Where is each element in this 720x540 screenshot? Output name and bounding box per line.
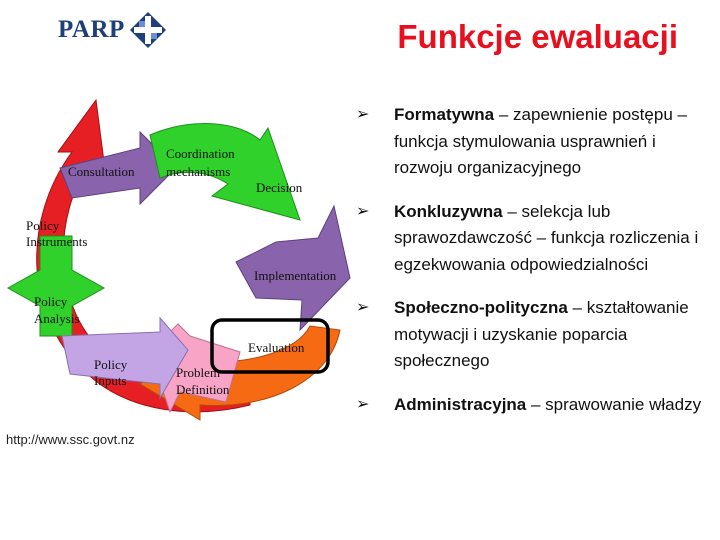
label-coordination-1: Coordination bbox=[166, 146, 235, 161]
green-left-arrow bbox=[6, 235, 106, 337]
bullet-term: Konkluzywna bbox=[394, 201, 503, 221]
label-policy-analysis-1: Policy bbox=[34, 294, 68, 309]
bullet-text: Administracyjna – sprawowanie władzy bbox=[394, 392, 708, 419]
evaluation-highlight-box bbox=[210, 318, 330, 374]
label-policy-inputs-2: Inputs bbox=[94, 373, 127, 388]
lavender-arrow bbox=[61, 316, 189, 400]
source-caption: http://www.ssc.govt.nz bbox=[6, 432, 135, 447]
purple-arrow bbox=[59, 130, 177, 206]
logo-text: PARP bbox=[58, 16, 125, 43]
label-policy-analysis-2: Analysis bbox=[34, 311, 80, 326]
purple-right-arrow bbox=[235, 204, 351, 332]
bullet-text: Konkluzywna – selekcja lub sprawozdawczo… bbox=[394, 199, 708, 279]
label-problem-definition-2: Definition bbox=[176, 382, 230, 397]
label-policy-inputs-1: Policy bbox=[94, 357, 128, 372]
bullet-item: ➢ Formatywna – zapewnienie postępu – fun… bbox=[356, 102, 708, 182]
green-top-arrow bbox=[149, 123, 301, 221]
bullet-item: ➢ Administracyjna – sprawowanie władzy bbox=[356, 392, 708, 419]
policy-cycle-diagram: Consultation Coordination mechanisms Dec… bbox=[6, 98, 351, 421]
parp-cross-icon bbox=[129, 12, 166, 48]
arrow-bullet-icon: ➢ bbox=[356, 106, 370, 123]
arrow-bullet-icon: ➢ bbox=[356, 395, 370, 413]
label-decision: Decision bbox=[256, 180, 303, 195]
bullet-desc: – kształtowanie motywacji i uzyskanie po… bbox=[394, 298, 689, 370]
page-title: Funkcje ewaluacji bbox=[397, 18, 678, 55]
bullet-desc: – zapewnienie postępu – funkcja stymulow… bbox=[394, 105, 687, 177]
bullet-text: Społeczno-polityczna – kształtowanie mot… bbox=[394, 295, 708, 375]
arrow-bullet-icon: ➢ bbox=[356, 202, 370, 220]
bullet-text: Formatywna – zapewnienie postępu – funkc… bbox=[394, 102, 708, 182]
label-consultation: Consultation bbox=[68, 164, 135, 179]
label-policy-instruments-1: Policy bbox=[26, 218, 60, 233]
bullet-term: Społeczno-polityczna bbox=[394, 298, 568, 317]
bullet-desc: – selekcja lub sprawozdawczość – funkcja… bbox=[394, 201, 699, 274]
arrow-bullet-icon: ➢ bbox=[356, 299, 370, 316]
label-coordination-2: mechanisms bbox=[166, 164, 230, 179]
label-problem-definition-1: Problem bbox=[176, 365, 220, 380]
bullet-term: Formatywna bbox=[394, 105, 495, 124]
bullet-item: ➢ Konkluzywna – selekcja lub sprawozdawc… bbox=[356, 199, 708, 279]
bullet-list: ➢ Formatywna – zapewnienie postępu – fun… bbox=[356, 102, 708, 435]
bullet-term: Administracyjna bbox=[394, 394, 527, 414]
label-implementation: Implementation bbox=[254, 268, 337, 283]
label-evaluation: Evaluation bbox=[248, 340, 305, 355]
label-policy-instruments-2: Instruments bbox=[26, 234, 87, 249]
bullet-desc: – sprawowanie władzy bbox=[526, 394, 702, 414]
bullet-item: ➢ Społeczno-polityczna – kształtowanie m… bbox=[356, 295, 708, 375]
parp-logo: PARP bbox=[58, 10, 166, 50]
